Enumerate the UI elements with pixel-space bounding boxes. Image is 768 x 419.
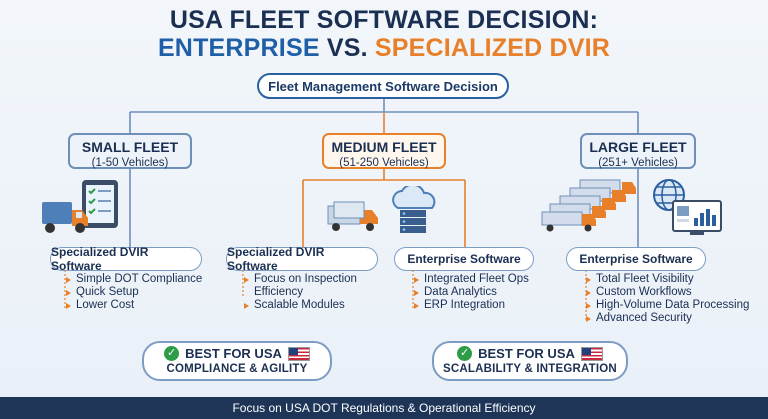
- best-for-label: BEST FOR USA: [478, 346, 575, 361]
- list-item: ERP Integration: [412, 299, 542, 312]
- us-flag-icon: [580, 346, 603, 361]
- medium-fleet-range: (51-250 Vehicles): [339, 157, 429, 169]
- truck-fleet-icon: [541, 179, 636, 232]
- best-for-compliance-badge: ✓ BEST FOR USA COMPLIANCE & AGILITY: [142, 341, 332, 381]
- list-item: Integrated Fleet Ops: [412, 273, 542, 286]
- check-icon: ✓: [164, 346, 180, 361]
- large-fleet-box: LARGE FLEET (251+ Vehicles): [580, 133, 696, 169]
- title-enterprise: ENTERPRISE: [157, 34, 320, 62]
- medium-enterprise-pill: Enterprise Software: [394, 247, 534, 271]
- truck-icon: [42, 202, 88, 233]
- best-for-scalability-badge: ✓ BEST FOR USA SCALABILITY & INTEGRATION: [432, 341, 628, 381]
- footer-banner: Focus on USA DOT Regulations & Operation…: [0, 397, 768, 419]
- small-fleet-range: (1-50 Vehicles): [91, 157, 169, 169]
- tablet-checklist-icon: [82, 180, 118, 228]
- root-decision-box: Fleet Management Software Decision: [257, 73, 509, 99]
- list-item: Simple DOT Compliance: [64, 273, 204, 286]
- medium-specialized-feature-list: Focus on Inspection Efficiency Scalable …: [242, 273, 372, 312]
- large-feature-list: Total Fleet Visibility Custom Workflows …: [584, 273, 754, 325]
- list-item: Quick Setup: [64, 286, 204, 299]
- title-specialized: SPECIALIZED DVIR: [374, 34, 611, 62]
- page-title: USA FLEET SOFTWARE DECISION:: [169, 6, 599, 34]
- medium-specialized-pill: Specialized DVIR Software: [226, 245, 378, 273]
- large-fleet-range: (251+ Vehicles): [598, 157, 678, 169]
- check-icon: ✓: [457, 346, 473, 361]
- list-item: Scalable Modules: [242, 299, 372, 312]
- list-item: Data Analytics: [412, 286, 542, 299]
- list-item-continued: Efficiency: [254, 286, 304, 298]
- medium-enterprise-feature-list: Integrated Fleet Ops Data Analytics ERP …: [412, 273, 542, 312]
- list-item: Lower Cost: [64, 299, 204, 312]
- us-flag-icon: [287, 346, 310, 361]
- list-item: High-Volume Data Processing: [584, 299, 754, 312]
- small-fleet-box: SMALL FLEET (1-50 Vehicles): [68, 133, 192, 169]
- list-item: Advanced Security: [584, 312, 754, 325]
- best-for-value: COMPLIANCE & AGILITY: [166, 363, 308, 375]
- dashboard-icon: [672, 200, 722, 235]
- cloud-server-icon: [392, 186, 436, 233]
- list-item: Focus on Inspection: [242, 273, 372, 286]
- small-software-pill: Specialized DVIR Software: [50, 245, 202, 273]
- best-for-value: SCALABILITY & INTEGRATION: [443, 363, 617, 375]
- truck-icon: [327, 201, 378, 231]
- small-feature-list: Simple DOT Compliance Quick Setup Lower …: [64, 273, 204, 312]
- large-enterprise-pill: Enterprise Software: [566, 247, 706, 271]
- best-for-label: BEST FOR USA: [185, 346, 282, 361]
- title-vs: VS.: [319, 34, 375, 62]
- medium-fleet-box: MEDIUM FLEET (51-250 Vehicles): [322, 133, 446, 169]
- medium-fleet-name: MEDIUM FLEET: [331, 139, 437, 155]
- small-fleet-name: SMALL FLEET: [81, 139, 179, 155]
- large-fleet-name: LARGE FLEET: [589, 139, 687, 155]
- list-item: Total Fleet Visibility: [584, 273, 754, 286]
- list-item: Custom Workflows: [584, 286, 754, 299]
- page-subtitle: ENTERPRISE VS. SPECIALIZED DVIR: [0, 34, 768, 63]
